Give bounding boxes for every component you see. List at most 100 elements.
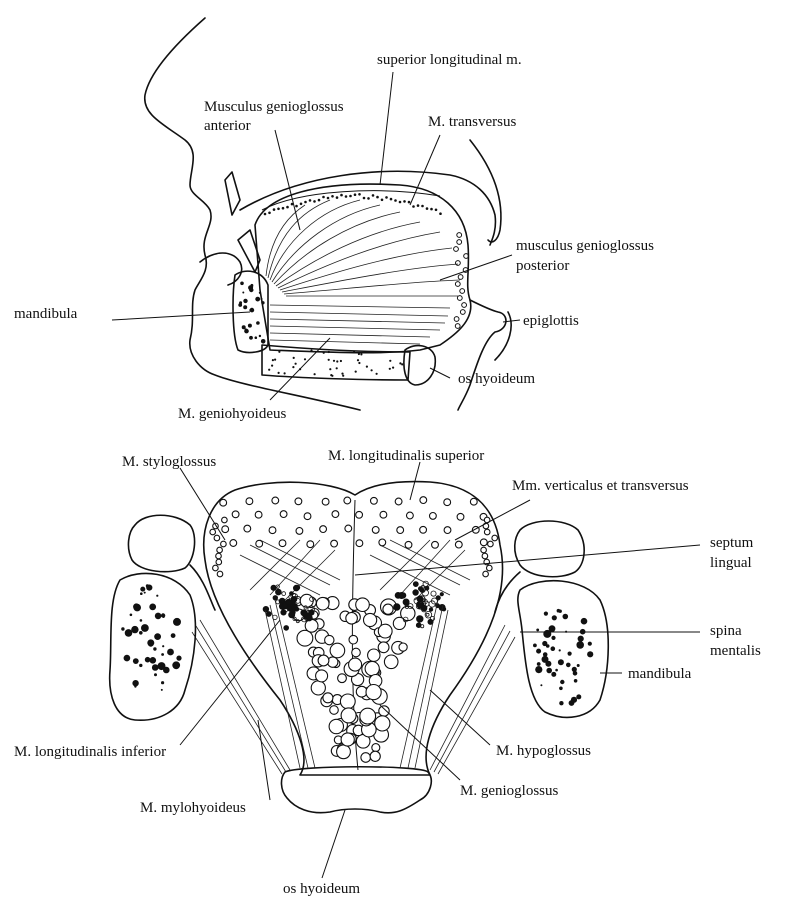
coronal-leaders: [179, 461, 701, 879]
bone-dot: [162, 645, 165, 648]
cluster-fiber: [262, 606, 270, 613]
band-stipple: [341, 372, 344, 375]
stipple-dot: [313, 200, 316, 203]
ring-fiber: [231, 510, 240, 519]
bone-dot: [543, 611, 549, 616]
superior-longitudinal-dots: [261, 190, 441, 211]
bubble-fiber: [299, 593, 314, 608]
geniohyoid-fibers: [269, 304, 451, 345]
bone-stipple: [258, 334, 262, 338]
stipple-dot: [412, 205, 415, 208]
stipple-dot: [340, 193, 343, 197]
stipple-dot: [394, 199, 397, 202]
bubble-fiber: [315, 596, 330, 611]
longitudinalis-inferior-clusters: [262, 580, 447, 631]
cluster-fiber: [419, 586, 426, 593]
bone-dot: [143, 591, 146, 594]
ring-fiber: [215, 558, 223, 566]
label-septum-2: lingual: [710, 555, 752, 571]
bone-dot: [167, 648, 174, 656]
stipple-dot: [353, 193, 357, 196]
stipple-dot: [367, 197, 370, 200]
bubble-fiber: [351, 647, 361, 658]
stipple-dot: [376, 195, 379, 199]
bone-dot: [577, 635, 584, 642]
bone-dot: [535, 666, 543, 674]
bone-dot: [536, 648, 542, 654]
bone-dot: [566, 662, 571, 668]
cluster-fiber: [292, 616, 297, 622]
bone-dot: [134, 685, 137, 688]
band-stipple: [268, 368, 271, 371]
bubble-fiber: [345, 611, 358, 625]
band-stipple: [271, 359, 274, 362]
bone-stipple: [247, 323, 252, 328]
molar-right: [513, 520, 585, 578]
cluster-fiber: [404, 604, 409, 609]
bone-stipple: [254, 336, 258, 340]
genioglossus-bubbles: [292, 593, 416, 763]
cluster-fiber: [399, 592, 407, 599]
stipple-dot: [335, 196, 339, 199]
band-stipple: [353, 351, 356, 354]
bubble-fiber: [329, 705, 339, 715]
stipple-dot: [268, 211, 271, 215]
band-stipple: [354, 370, 357, 373]
cluster-fiber: [265, 611, 272, 617]
ring-fiber: [482, 570, 489, 578]
stipple-dot: [295, 204, 298, 208]
ring-fiber: [229, 539, 238, 547]
bone-dot: [121, 627, 125, 631]
ring-fiber: [419, 496, 428, 505]
ring-fiber: [215, 552, 222, 560]
bone-dot: [533, 643, 537, 648]
bone-dot: [551, 635, 556, 641]
cluster-fiber: [412, 589, 419, 596]
cluster-fiber: [412, 581, 419, 587]
cluster-fiber: [285, 599, 293, 606]
label-longitudinalis-inferior: M. longitudinalis inferior: [14, 744, 166, 760]
band-stipple: [310, 349, 313, 352]
bone-dot: [176, 655, 182, 661]
ring-fiber: [321, 497, 330, 506]
bone-stipple: [240, 281, 244, 286]
stipple-dot: [362, 196, 366, 200]
label-mandibula-bottom: mandibula: [628, 666, 692, 682]
cluster-fiber: [422, 597, 426, 602]
cluster-fiber: [435, 595, 441, 601]
cluster-fiber: [422, 580, 429, 587]
band-stipple: [399, 362, 402, 365]
bubble-fiber: [398, 642, 408, 652]
ring-fiber: [294, 497, 303, 506]
cluster-fiber: [295, 598, 301, 604]
ring-fiber: [279, 510, 288, 519]
band-stipple: [336, 360, 339, 363]
bone-stipple: [249, 287, 254, 293]
bone-dot: [536, 628, 540, 632]
label-septum-1: septum: [710, 535, 754, 551]
palate-outline: [239, 170, 497, 246]
band-stipple: [329, 368, 332, 371]
stipple-ring: [454, 323, 461, 329]
ring-fiber: [443, 498, 452, 507]
band-stipple: [370, 369, 373, 372]
cluster-fiber: [420, 624, 425, 629]
stipple-dot: [434, 208, 438, 212]
cluster-fiber: [300, 609, 308, 617]
cluster-fiber: [393, 603, 401, 611]
stipple-dot: [389, 197, 393, 201]
cluster-fiber: [420, 584, 425, 590]
bone-dot: [151, 664, 159, 671]
bone-dot: [576, 694, 582, 700]
band-stipple: [327, 350, 330, 354]
bubble-fiber: [328, 718, 345, 735]
molar-left: [127, 514, 196, 573]
label-epiglottis: epiglottis: [523, 313, 579, 329]
ring-fiber: [480, 546, 487, 554]
bone-dot: [558, 649, 561, 652]
bone-dot: [139, 663, 143, 668]
bubble-fiber: [365, 683, 382, 701]
band-stipple: [322, 351, 325, 354]
bone-dot: [161, 653, 165, 656]
bubble-fiber: [317, 654, 330, 667]
